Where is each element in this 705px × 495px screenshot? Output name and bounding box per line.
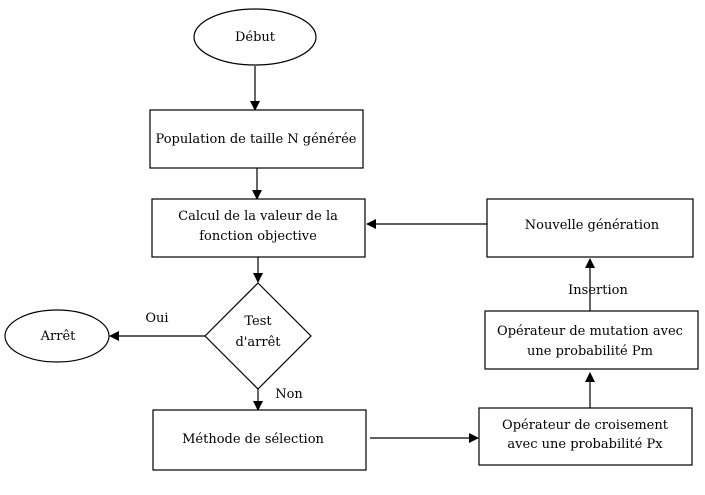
stop-test-label-line1: Test — [244, 314, 272, 329]
selection-label: Méthode de sélection — [182, 432, 324, 447]
fitness-label-line2: fonction objective — [199, 229, 317, 244]
mutation-label-line2: une probabilité Pm — [527, 344, 653, 359]
stop-test-diamond — [204, 282, 312, 390]
start-node-label: Début — [235, 30, 276, 45]
new-generation-box — [486, 198, 694, 258]
end-node-label: Arrêt — [40, 329, 77, 344]
population-label: Population de taille N générée — [156, 132, 357, 147]
population-box — [149, 109, 364, 169]
fitness-label-line1: Calcul de la valeur de la — [178, 209, 338, 224]
crossover-label-line2: avec une probabilité Px — [507, 437, 663, 452]
edge-label-oui: Oui — [145, 311, 168, 326]
new-generation-label: Nouvelle génération — [525, 218, 660, 233]
mutation-label-line1: Opérateur de mutation avec — [497, 324, 683, 339]
selection-box — [152, 409, 367, 471]
end-node — [4, 309, 110, 363]
mutation-box — [484, 310, 699, 370]
crossover-label-line1: Opérateur de croisement — [502, 418, 669, 433]
fitness-box — [151, 198, 366, 258]
edge-label-insertion: Insertion — [568, 283, 628, 298]
edge-label-non: Non — [275, 387, 303, 402]
stop-test-label-line2: d'arrêt — [236, 335, 282, 350]
crossover-box — [478, 407, 693, 466]
start-node — [193, 8, 317, 66]
